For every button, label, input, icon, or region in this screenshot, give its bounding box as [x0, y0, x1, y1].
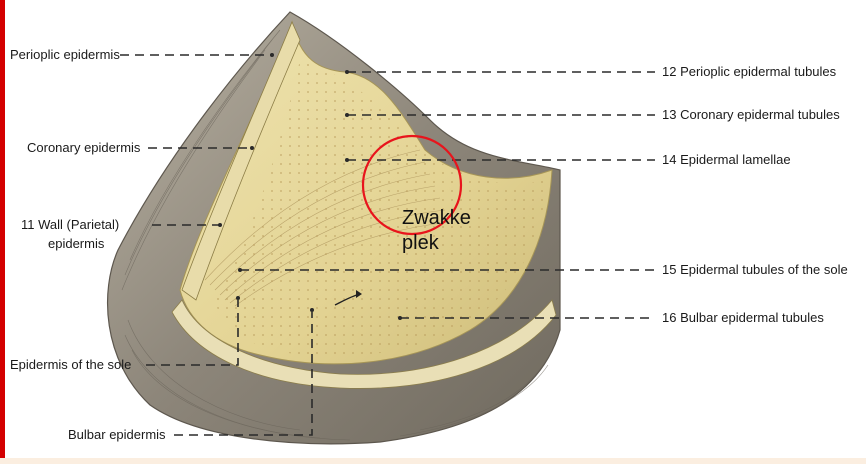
bottom-strip [0, 458, 866, 464]
annotation-line2: plek [402, 232, 439, 255]
label-wall-epidermis-line2: epidermis [48, 236, 104, 251]
label-wall-epidermis-line1: 11 Wall (Parietal) [21, 217, 119, 232]
label-12: 12 Perioplic epidermal tubules [662, 64, 836, 79]
label-epidermis-of-sole: Epidermis of the sole [10, 357, 131, 372]
label-perioplic-epidermis: Perioplic epidermis [10, 47, 120, 62]
label-15: 15 Epidermal tubules of the sole [662, 262, 848, 277]
label-bulbar-epidermis: Bulbar epidermis [68, 427, 166, 442]
annotation-line1: Zwakke [402, 207, 471, 230]
frame-edge [0, 0, 5, 464]
label-16: 16 Bulbar epidermal tubules [662, 310, 824, 325]
label-13: 13 Coronary epidermal tubules [662, 107, 840, 122]
label-coronary-epidermis: Coronary epidermis [27, 140, 140, 155]
label-14: 14 Epidermal lamellae [662, 152, 791, 167]
